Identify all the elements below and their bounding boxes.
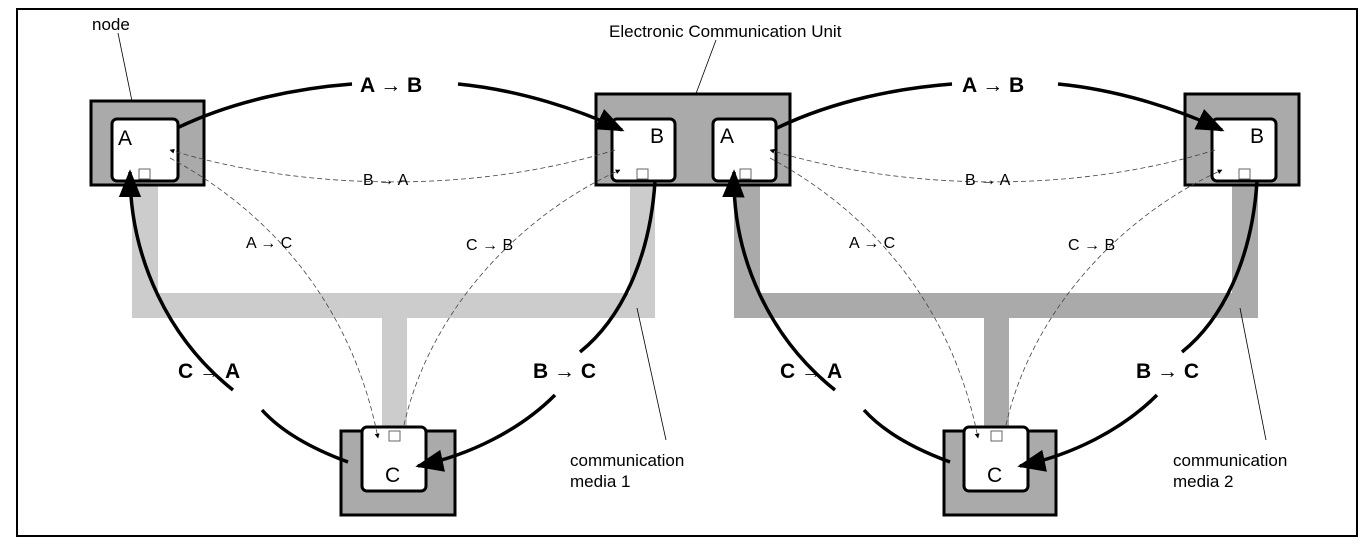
arrow-a-to-b-right-tail bbox=[776, 82, 953, 130]
node-c-right-letter: C bbox=[987, 464, 1002, 487]
flow-label-a-to-c-left: A → C bbox=[246, 235, 292, 252]
node-a-left-letter: A bbox=[118, 127, 132, 150]
flow-label-a-to-c-right: A → C bbox=[849, 235, 895, 252]
arrow-c-to-a-left bbox=[118, 169, 235, 392]
dashed-arrow-a-to-c-right bbox=[769, 157, 980, 439]
flow-label-c-to-b-right: C → B bbox=[1068, 237, 1115, 254]
media1-label-line1: communication bbox=[570, 451, 684, 470]
communication-media-2-bus bbox=[734, 180, 1258, 435]
node-c-left-letter: C bbox=[385, 464, 400, 487]
ecu-node-b-letter: B bbox=[650, 125, 664, 148]
flow-label-c-to-a-left: C → A bbox=[178, 360, 240, 383]
flow-label-b-to-c-left: B → C bbox=[533, 360, 596, 383]
arrow-c-to-a-left-tail bbox=[260, 408, 349, 464]
flow-label-c-to-b-left: C → B bbox=[466, 237, 513, 254]
ecu-node-a-letter: A bbox=[720, 125, 734, 148]
flow-label-a-to-b-right: A → B bbox=[962, 74, 1024, 97]
ecu-callout-label: Electronic Communication Unit bbox=[609, 22, 842, 41]
media1-label-line2: media 1 bbox=[570, 472, 630, 491]
arrow-b-to-c-right-tail bbox=[1180, 180, 1259, 354]
dashed-arrow-a-to-c-left bbox=[169, 157, 380, 439]
arrow-b-to-c-right-head bbox=[1017, 393, 1159, 472]
arrow-c-to-a-right-tail bbox=[862, 408, 951, 464]
arrow-b-to-c-left-tail bbox=[578, 180, 657, 354]
flow-label-a-to-b-left: A → B bbox=[360, 74, 422, 97]
arrow-a-to-b-right-head bbox=[1057, 82, 1225, 132]
flow-label-b-to-a-right: B → A bbox=[965, 172, 1011, 189]
media2-label-line1: communication bbox=[1173, 451, 1287, 470]
dashed-flows bbox=[169, 148, 1223, 439]
arrow-a-to-b-left-head bbox=[457, 82, 625, 132]
flow-label-b-to-c-right: B → C bbox=[1136, 360, 1199, 383]
media2-label-line2: media 2 bbox=[1173, 472, 1233, 491]
node-b-right bbox=[1183, 92, 1301, 187]
arrow-b-to-c-left-head bbox=[415, 393, 557, 472]
communication-media-1-bus bbox=[132, 180, 655, 435]
node-a-left bbox=[89, 99, 206, 187]
node-c-left bbox=[339, 425, 457, 517]
node-c-right bbox=[942, 425, 1058, 517]
arrow-a-to-b-left-tail bbox=[176, 82, 353, 130]
node-callout-label: node bbox=[92, 15, 130, 34]
diagram-frame bbox=[16, 8, 1358, 537]
flow-label-c-to-a-right: C → A bbox=[780, 360, 842, 383]
dashed-arrow-b-to-a-right bbox=[769, 148, 1216, 183]
electronic-communication-unit bbox=[594, 92, 792, 187]
flow-label-b-to-a-left: B → A bbox=[363, 172, 409, 189]
solid-flows bbox=[118, 82, 1259, 472]
dashed-arrow-b-to-a-left bbox=[169, 148, 616, 183]
node-b-right-letter: B bbox=[1250, 125, 1264, 148]
arrow-c-to-a-right bbox=[722, 169, 837, 392]
